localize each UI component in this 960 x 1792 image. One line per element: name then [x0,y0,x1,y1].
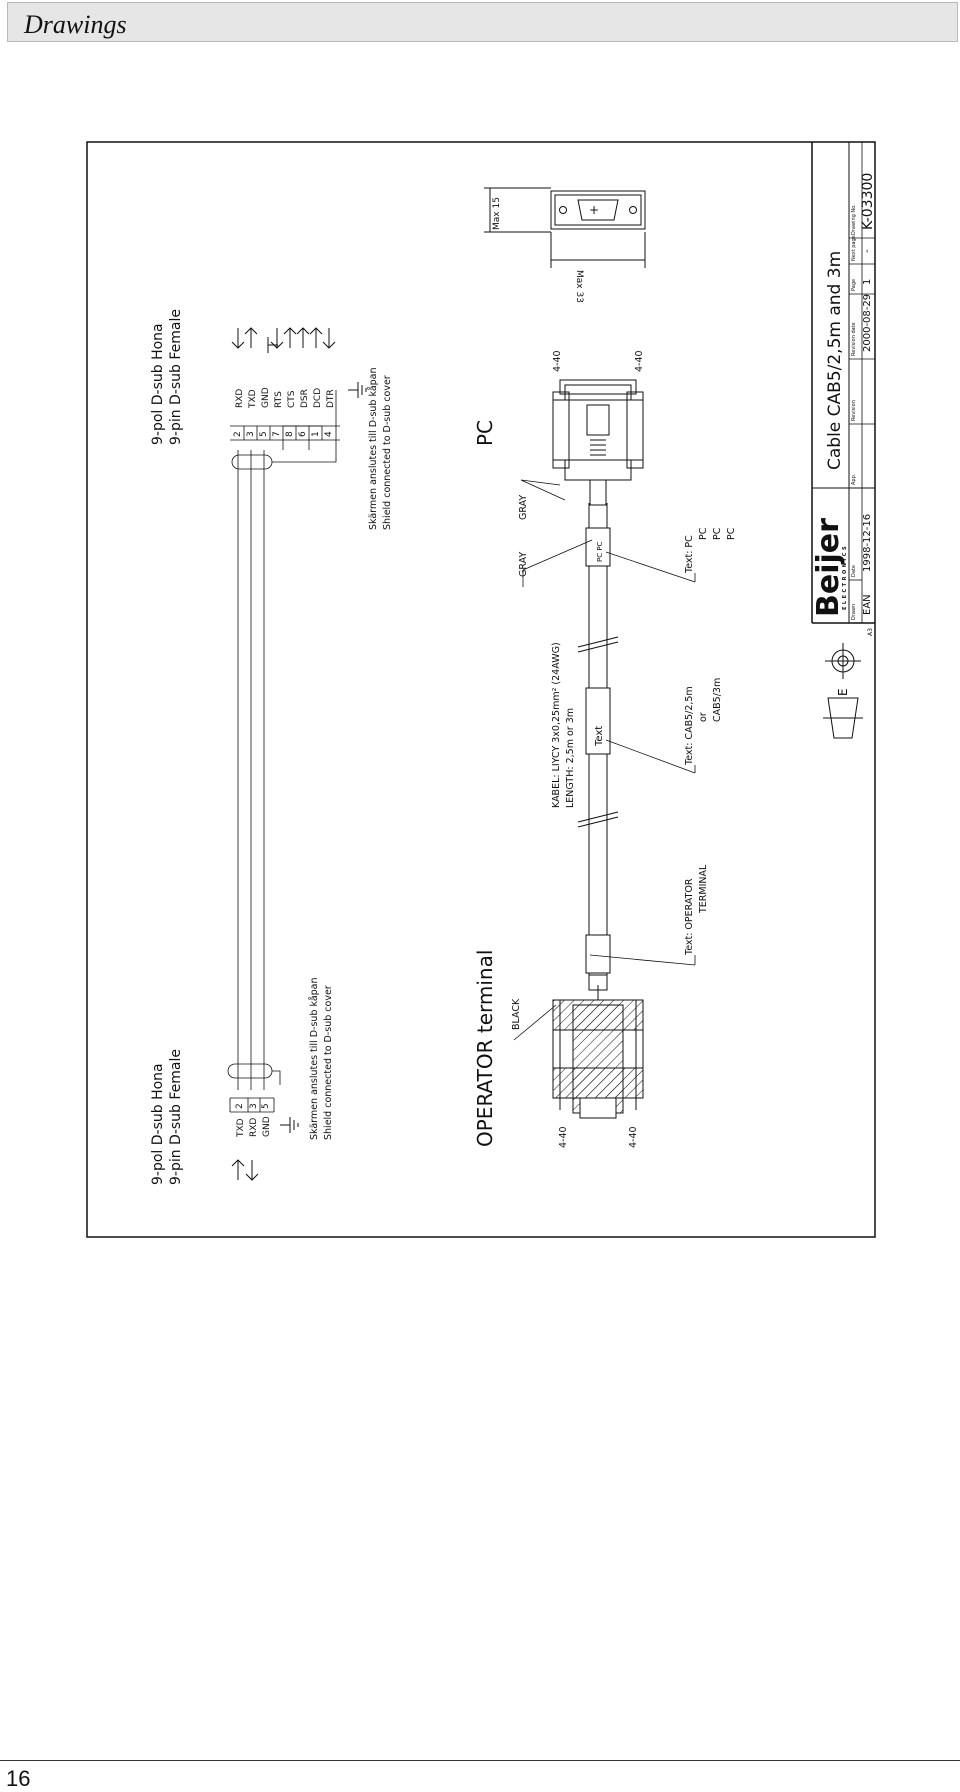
right-pin-8: 8 [285,431,295,437]
screw-label-right-top: 4-40 [552,350,563,372]
date-label: Date [851,565,857,577]
drawing-frame [86,141,876,1238]
right-pin-6: 6 [298,431,308,437]
right-pin-4: 4 [324,431,334,437]
cab-text-callout-3: CAB5/3m [712,678,723,722]
operator-terminal-label: OPERATOR terminal [473,950,497,1147]
next-page-label: Next page [851,235,857,261]
cable-spec: KABEL: LIYCY 3x0,25mm² (24AWG) [551,642,562,808]
revision-label: Revision [851,400,857,421]
operator-d-sub-connector [552,974,644,1119]
right-pin-1: 1 [311,431,321,437]
right-pin-7: 7 [272,431,282,437]
right-pin-box [230,425,340,450]
date-value: 1998-12-16 [862,514,873,572]
drawing-no-value: K-03300 [860,173,876,230]
projection-symbol [823,643,863,739]
right-signal-rxd: RXD [235,389,245,408]
cab-text-callout-1: Text: CAB5/2,5m [684,686,695,766]
drawn-label: Drawn [851,604,857,620]
right-connector-title-2: 9-pin D-sub Female [168,309,184,445]
right-connector-title-1: 9-pol D-sub Hona [150,323,166,445]
screw-label-left-bottom: 4-40 [628,1126,639,1148]
left-pin-3: 3 [249,1103,259,1109]
projection-letter: E [836,688,850,696]
drawing-no-label: Drawing No. [851,204,857,235]
pc-d-sub-connector [552,379,644,506]
pc-sleeve-text: PC PC [596,541,604,562]
page-title: Drawings [24,10,127,39]
left-connector-title-1: 9-pol D-sub Hona [150,1063,166,1185]
page-label: Page [851,279,857,291]
project-center-plus: + [589,203,599,217]
right-signal-arrows [231,327,336,349]
right-pin-5: 5 [259,431,269,437]
pc-label: PC [473,420,497,446]
screw-label-left-top: 4-40 [558,1126,569,1148]
gray-label-1: GRAY [518,552,529,577]
left-pin-box [229,1097,275,1113]
pc-text-callout-3: PC [712,527,723,540]
left-signal-arrows [231,1159,259,1181]
right-signal-dcd: DCD [313,388,323,408]
right-signal-cts: CTS [287,390,297,408]
right-pin-2: 2 [233,431,243,437]
left-signal-rxd: RXD [249,1118,259,1137]
pc-text-callout-4: PC [726,527,737,540]
operator-text-callout-2: TERMINAL [698,864,709,914]
right-shield-en: Shield connected to D-sub cover [382,375,393,530]
right-signal-rts: RTS [274,391,284,408]
next-page-value: - [862,249,873,253]
cable-sleeve-text: Text [594,726,605,747]
right-signal-dsr: DSR [300,389,310,408]
cab-text-callout-2: or [698,712,709,722]
black-label: BLACK [511,998,522,1030]
left-pin-2: 2 [235,1103,245,1109]
left-pin-5: 5 [261,1103,271,1109]
footer-divider [0,1760,960,1761]
left-shield-en: Shield connected to D-sub cover [323,985,334,1140]
screw-label-right-bottom: 4-40 [634,350,645,372]
ground-symbol-right [267,337,367,398]
title-block-title: Cable CAB5/2,5m and 3m [825,251,845,470]
shield-ovals [227,390,337,1085]
left-shield-sv: Skärmen anslutes till D-sub kåpan [309,977,320,1140]
right-signal-txd: TXD [248,389,258,409]
title-block: Cable CAB5/2,5m and 3m Beijer ELECTRONIC… [811,142,876,636]
app-label: App. [851,473,857,485]
revision-date-label: Revision date [851,322,857,356]
left-connector-title-2: 9-pin D-sub Female [168,1049,184,1185]
right-signal-gnd: GND [261,387,271,408]
cable-length: LENGTH: 2,5m or 3m [565,708,576,808]
ground-symbol-left [280,1117,299,1133]
brand-logo: Beijer [811,518,846,617]
page-header: Drawings [7,2,958,42]
pc-text-callout-2: PC [698,527,709,540]
drawn-value: EAN [862,594,873,615]
left-signal-gnd: GND [262,1116,272,1137]
gray-leaders [520,479,593,587]
d-sub-front-view [484,187,646,268]
operator-text-callout-1: Text: OPERATOR [684,878,695,956]
revision-date-value: 2000-08-29 [862,294,873,352]
dimension-max-33: Max 33 [574,270,584,303]
pc-text-callout-1: Text: PC [684,535,695,574]
dimension-max-15: Max 15 [492,197,502,230]
left-signal-txd: TXD [236,1118,246,1138]
sheet-size: A3 [867,628,874,636]
cable-body [577,503,619,975]
page-value: 1 [862,279,873,285]
page-number: 16 [6,1766,31,1791]
right-shield-sv: Skärmen anslutes till D-sub kåpan [368,367,379,530]
right-signal-dtr: DTR [326,389,336,408]
brand-subtitle: ELECTRONICS [842,544,848,610]
gray-label-2: GRAY [518,495,529,520]
right-pin-3: 3 [246,431,256,437]
signal-wires [237,450,265,1090]
